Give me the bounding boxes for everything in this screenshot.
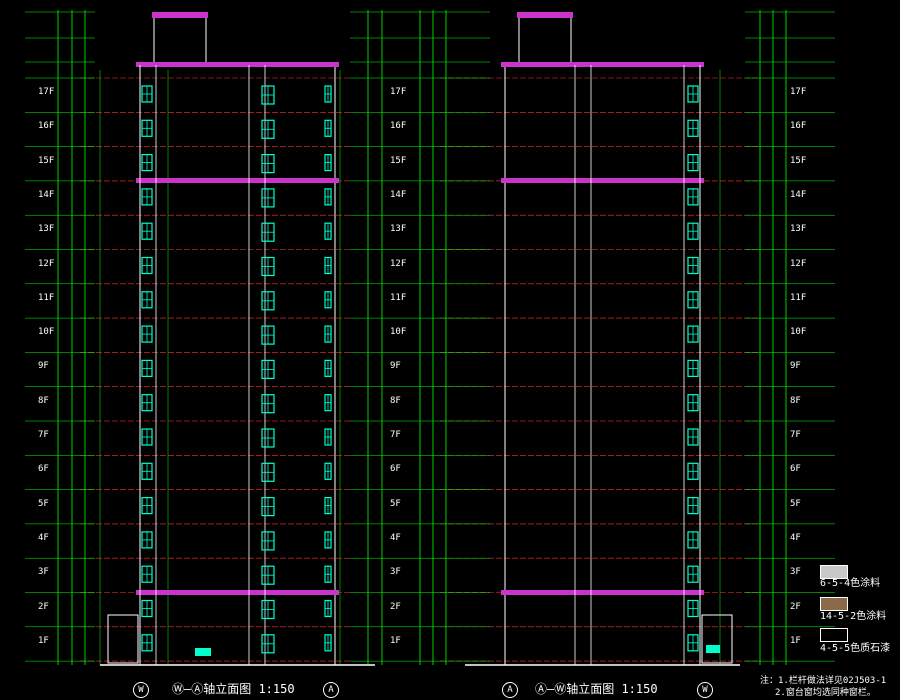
left-building-cornice-band (136, 590, 339, 595)
floor-label: 3F (790, 567, 801, 578)
floor-label: 12F (390, 258, 407, 269)
floor-label: 10F (38, 327, 55, 338)
floor-label: 17F (38, 87, 55, 97)
floor-label: 7F (38, 430, 49, 440)
floor-label: 11F (790, 292, 807, 303)
floor-label: 4F (790, 532, 801, 543)
left-building-tower-cornice (152, 12, 208, 18)
floor-label: 5F (38, 498, 49, 509)
right-planter (706, 645, 720, 653)
floor-label: 13F (390, 224, 407, 235)
right-building-cornice-band (501, 590, 704, 595)
floor-label: 17F (790, 87, 807, 97)
right-building-stair-tower (518, 13, 572, 67)
floor-label: 16F (38, 121, 55, 132)
floor-label: 4F (390, 532, 401, 543)
axis-bubble-a-right: A (502, 682, 518, 698)
floor-label: 15F (38, 155, 55, 166)
floor-label: 4F (38, 532, 49, 543)
floor-label: 2F (390, 601, 401, 612)
floor-label: 2F (38, 601, 49, 612)
left-planter (195, 648, 211, 656)
floor-label: 5F (390, 498, 401, 509)
floor-label: 14F (790, 189, 807, 200)
floor-label: 10F (790, 327, 807, 338)
floor-label: 7F (390, 430, 401, 440)
left-building-cornice-band (136, 178, 339, 183)
floor-label: 16F (790, 121, 807, 132)
right-building-cornice-band (501, 62, 704, 67)
legend-label-1: 6-5-4色涂料 (820, 578, 881, 589)
floor-label: 11F (38, 292, 55, 303)
legend-label-3: 4-5-5色质石漆 (820, 643, 891, 654)
axis-bubble-a-left: A (323, 682, 339, 698)
right-building-tower-cornice (517, 12, 573, 18)
floor-label: 6F (790, 464, 801, 475)
floor-label: 1F (390, 635, 401, 646)
floor-label: 9F (790, 361, 801, 372)
floor-label: 9F (390, 361, 401, 372)
left-entrance (107, 614, 139, 664)
floor-label: 11F (390, 292, 407, 303)
note-line-1: 注：1.栏杆做法详见02J503-1 (760, 676, 887, 686)
floor-label: 5F (790, 498, 801, 509)
floor-label: 6F (38, 464, 49, 475)
left-building-outline (139, 64, 336, 666)
right-building-cornice-band (501, 178, 704, 183)
floor-label: 6F (390, 464, 401, 475)
right-elevation-title: Ⓐ—Ⓦ轴立面图 1:150 (535, 682, 658, 696)
floor-label: 3F (390, 567, 401, 578)
axis-bubble-w-left: W (133, 682, 149, 698)
floor-label: 13F (790, 224, 807, 235)
floor-label: 12F (790, 258, 807, 269)
floor-label: 12F (38, 258, 55, 269)
floor-label: 14F (38, 189, 55, 200)
legend-swatch-3 (820, 628, 848, 642)
floor-label: 7F (790, 430, 801, 440)
floor-label: 8F (790, 395, 801, 406)
right-building-outline (504, 64, 701, 666)
left-elevation-title: Ⓦ—Ⓐ轴立面图 1:150 (172, 682, 295, 696)
right-entrance (701, 614, 733, 664)
floor-label: 15F (790, 155, 807, 166)
legend-label-2: 14-5-2色涂料 (820, 611, 887, 622)
floor-label: 8F (390, 395, 401, 406)
legend-swatch-1 (820, 565, 848, 579)
floor-label: 14F (390, 189, 407, 200)
floor-label: 2F (790, 601, 801, 612)
floor-label: 3F (38, 567, 49, 578)
floor-label: 15F (390, 155, 407, 166)
floor-label: 1F (790, 635, 801, 646)
floor-label: 1F (38, 635, 49, 646)
legend-swatch-2 (820, 597, 848, 611)
note-line-2: 2.窗台窗均选同种窗栏。 (775, 688, 876, 698)
left-building-cornice-band (136, 62, 339, 67)
floor-label: 9F (38, 361, 49, 372)
floor-label: 10F (390, 327, 407, 338)
axis-bubble-w-right: W (697, 682, 713, 698)
floor-label: 8F (38, 395, 49, 406)
left-building-stair-tower (153, 13, 207, 67)
floor-label: 17F (390, 87, 407, 97)
floor-label: 16F (390, 121, 407, 132)
floor-label: 13F (38, 224, 55, 235)
